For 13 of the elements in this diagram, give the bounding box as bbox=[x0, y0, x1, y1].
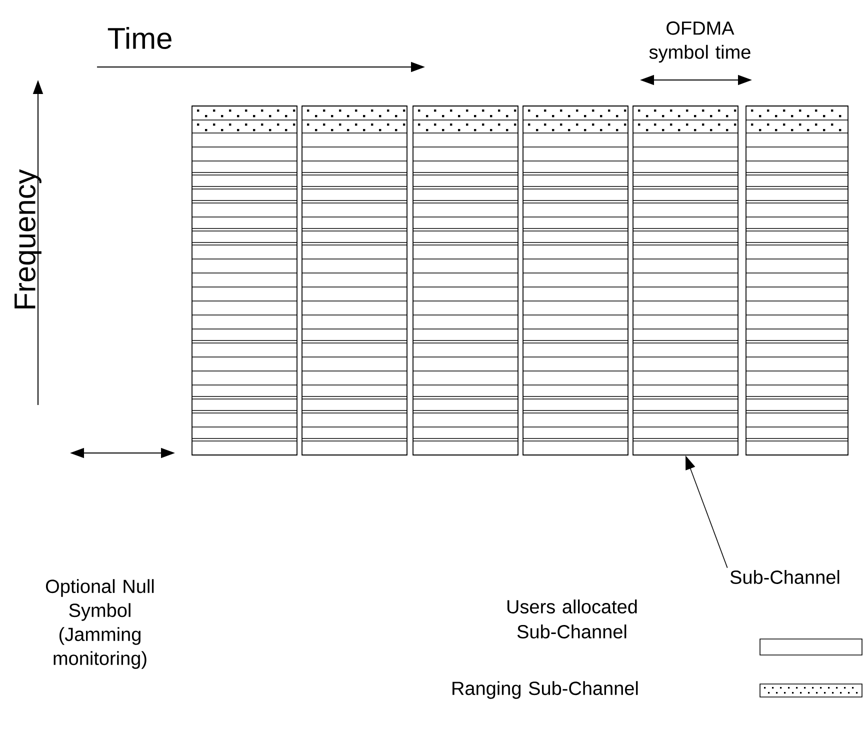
symbol-column bbox=[522, 106, 628, 456]
axis-label: OFDMA symbol time bbox=[649, 21, 750, 63]
legend-label: Ranging Sub-Channel bbox=[452, 681, 638, 699]
axis-label: Time bbox=[108, 26, 172, 50]
symbol-column bbox=[302, 106, 408, 456]
axis-label: Optional Null Symbol (Jamming monitoring) bbox=[46, 579, 154, 669]
symbol-column bbox=[412, 106, 518, 456]
sub-channel-label: Sub-Channel bbox=[730, 570, 840, 584]
legend-label: Users allocated Sub-Channel bbox=[507, 600, 637, 638]
symbol-column bbox=[632, 106, 738, 456]
axis-label: Frequency bbox=[14, 169, 42, 308]
symbol-column bbox=[192, 106, 298, 456]
symbol-column bbox=[746, 106, 848, 456]
